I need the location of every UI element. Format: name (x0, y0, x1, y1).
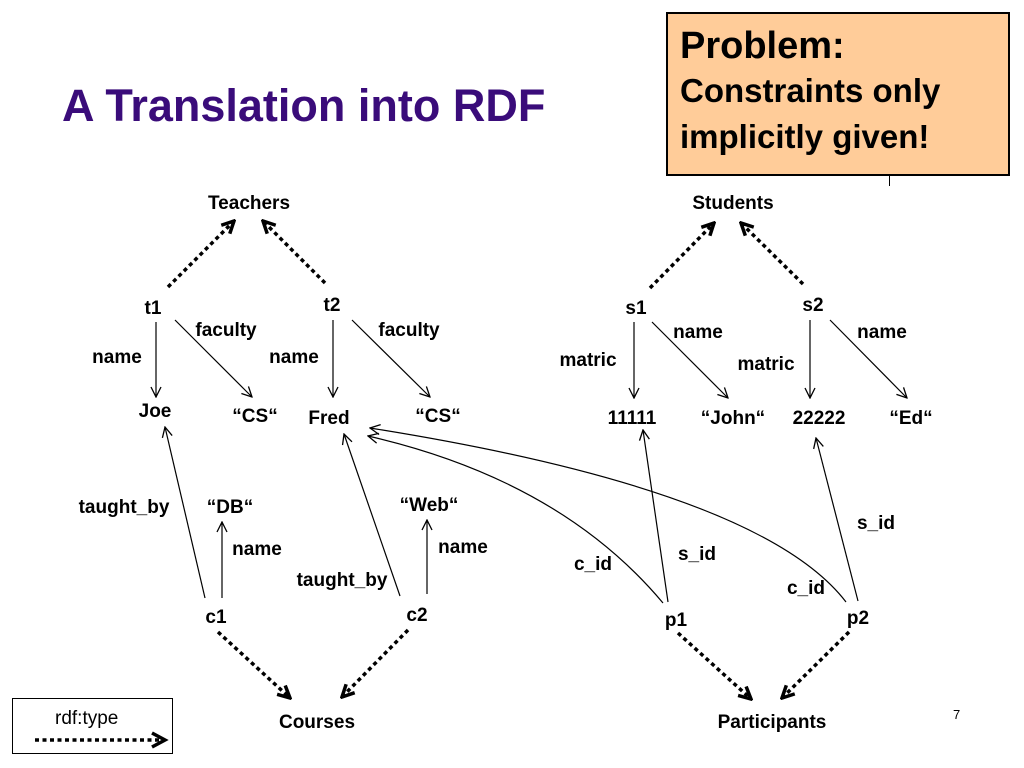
edge-p2-c-id-fred (370, 428, 847, 603)
node-22222: 22222 (793, 408, 846, 429)
edge-c2-taught-by-fred (344, 434, 401, 597)
node-fred: Fred (308, 408, 349, 429)
node-web: “Web“ (400, 495, 459, 516)
node-c1: c1 (205, 607, 227, 628)
label-c2-taught-by: taught_by (297, 570, 388, 591)
problem-line-2: implicitly given! (680, 118, 930, 155)
edge-s1-name-john (651, 321, 728, 398)
label-c2-name: name (438, 537, 488, 558)
node-p2: p2 (847, 608, 869, 629)
edge-p1-s-id-11111 (643, 430, 669, 603)
type-edge-c1-courses (216, 630, 290, 698)
node-p1: p1 (665, 610, 688, 631)
legend-arrow (35, 731, 169, 749)
slide-title: A Translation into RDF (62, 80, 546, 131)
edge-c1-taught-by-joe (165, 427, 206, 599)
label-p2-c-id: c_id (787, 578, 825, 599)
node-ed: “Ed“ (889, 408, 932, 429)
type-edge-p2-participants (782, 630, 851, 698)
node-participants: Participants (718, 712, 827, 733)
node-s2: s2 (802, 295, 823, 316)
edge-t1-faculty-cs (174, 319, 252, 397)
node-c2: c2 (406, 605, 427, 626)
node-joe: Joe (139, 401, 172, 422)
label-t2-name: name (269, 347, 319, 368)
label-t1-faculty: faculty (195, 320, 257, 341)
legend-box: rdf:type (12, 698, 173, 754)
type-edge-s2-students (741, 223, 805, 286)
problem-heading: Problem: (680, 25, 845, 67)
type-edge-p1-participants (676, 631, 751, 699)
edge-p1-c-id-fred (368, 436, 664, 604)
edge-t2-faculty-cs (351, 319, 430, 397)
label-p1-s-id: s_id (678, 544, 716, 565)
label-p1-c-id: c_id (574, 554, 612, 575)
stray-tick-mark (889, 176, 890, 186)
page-number: 7 (953, 707, 961, 722)
node-t2: t2 (324, 295, 341, 316)
label-t1-name: name (92, 347, 142, 368)
node-courses: Courses (279, 712, 355, 733)
label-c1-name: name (232, 539, 282, 560)
type-edge-t1-teachers (166, 221, 234, 289)
node-t1: t1 (145, 298, 162, 319)
node-john: “John“ (701, 408, 765, 429)
problem-line-1: Constraints only (680, 72, 941, 109)
edge-p2-s-id-22222 (816, 438, 859, 602)
node-11111: 11111 (608, 408, 657, 429)
label-s2-name: name (857, 322, 907, 343)
node-db: “DB“ (207, 497, 253, 518)
node-s1: s1 (625, 298, 647, 319)
legend-label: rdf:type (55, 708, 119, 729)
label-p2-s-id: s_id (857, 513, 895, 534)
type-edge-s1-students (648, 223, 714, 290)
node-students: Students (692, 193, 773, 214)
edge-s2-name-ed (829, 319, 907, 398)
problem-callout: Problem: Constraints only implicitly giv… (666, 12, 1010, 176)
label-c1-taught-by: taught_by (79, 497, 170, 518)
node-teachers: Teachers (208, 193, 290, 214)
label-s1-name: name (673, 322, 723, 343)
property-edges (156, 319, 907, 604)
label-s2-matric: matric (737, 354, 794, 375)
node-cs-1: “CS“ (232, 406, 277, 427)
node-cs-2: “CS“ (415, 406, 460, 427)
rdf-type-edges (166, 221, 851, 699)
type-edge-t2-teachers (263, 221, 327, 285)
label-t2-faculty: faculty (378, 320, 440, 341)
label-s1-matric: matric (559, 350, 616, 371)
type-edge-c2-courses (342, 628, 410, 697)
